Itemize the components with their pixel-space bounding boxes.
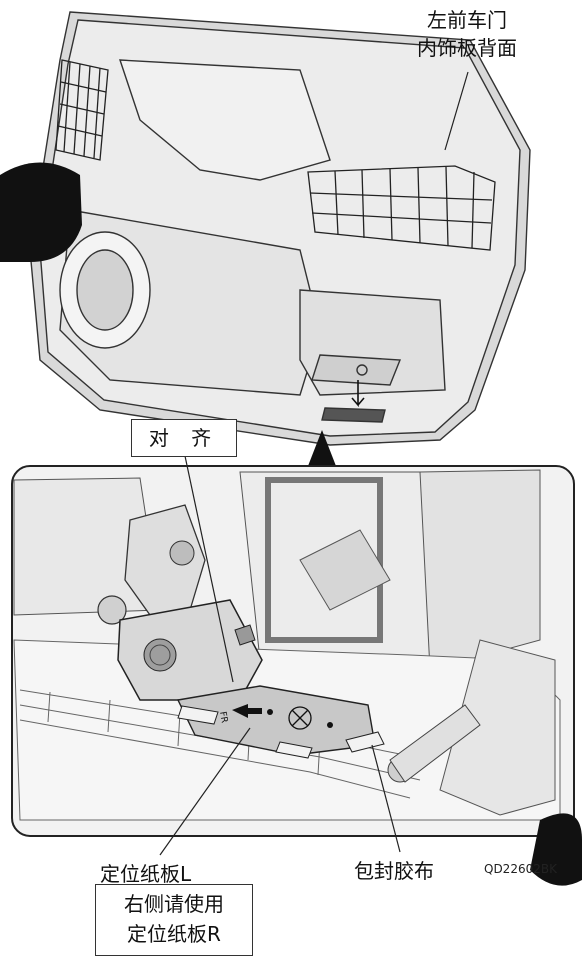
- mesh-grid-right: [307, 165, 496, 251]
- detail-view: [11, 465, 575, 837]
- align-leader: [184, 455, 234, 683]
- door-panel-back-line1: 左前车门: [427, 8, 507, 32]
- watermark-right: [530, 813, 582, 886]
- title-leader: [444, 71, 469, 151]
- locating-paper-l-label: 定位纸板L: [100, 862, 192, 886]
- detail-callout-wedge: [308, 430, 336, 466]
- door-panel-back-label: 左前车门 内饰板背面: [417, 6, 517, 62]
- door-panel-overview: [29, 11, 531, 446]
- paper-l-leader: [159, 727, 251, 856]
- tape-left: [177, 705, 219, 725]
- note-line1: 右侧请使用: [124, 892, 224, 916]
- right-side-note: 右侧请使用 定位纸板R: [95, 884, 253, 956]
- tape-leader: [371, 744, 401, 853]
- watermark-left: [0, 162, 82, 262]
- door-panel-back-line2: 内饰板背面: [417, 36, 517, 60]
- sealing-tape-label: 包封胶布: [354, 859, 434, 883]
- tape-right: [345, 731, 385, 753]
- tape-middle: [275, 741, 313, 759]
- note-line2: 定位纸板R: [127, 922, 221, 946]
- fr-mark: FR: [217, 711, 229, 724]
- mesh-grid-left: [55, 59, 109, 161]
- align-label: 对 齐: [131, 419, 237, 457]
- figure-code: QD22602BK: [484, 862, 557, 876]
